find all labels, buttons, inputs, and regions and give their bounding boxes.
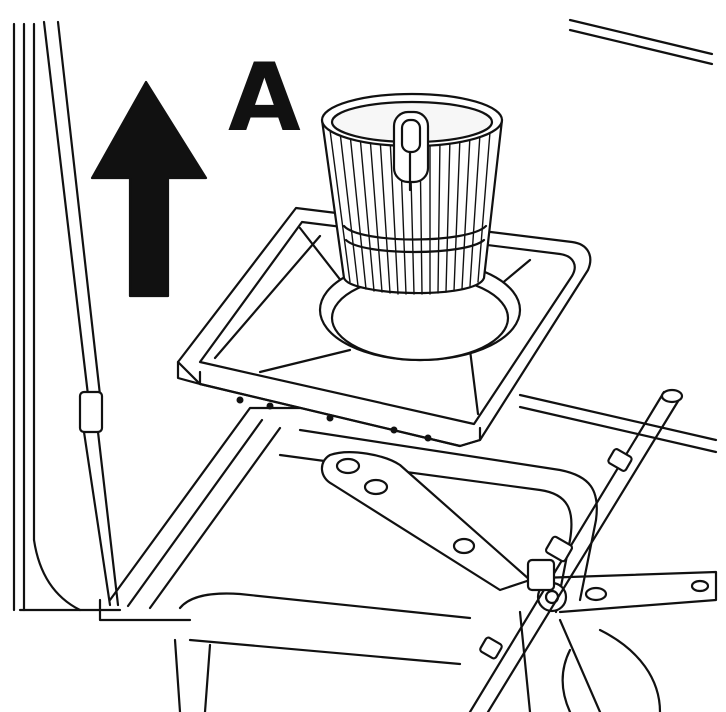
- callout-label-a: A: [228, 44, 301, 153]
- feed-tube: [468, 388, 684, 712]
- upper-rails: [568, 18, 714, 66]
- up-arrow-icon: [90, 80, 208, 298]
- spray-arm: [320, 451, 718, 712]
- basket-filter: [320, 92, 504, 295]
- right-rail: [518, 393, 718, 454]
- tub-floor: [98, 406, 598, 712]
- door-edge: [12, 20, 122, 612]
